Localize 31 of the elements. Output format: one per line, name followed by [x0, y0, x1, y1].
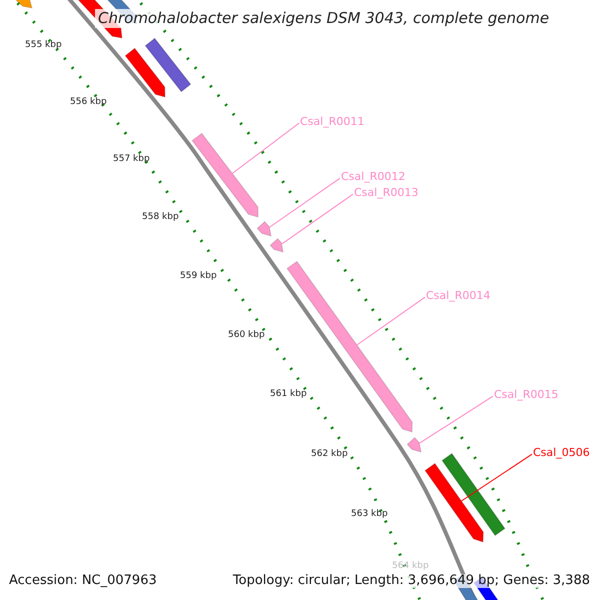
gene-feature — [424, 462, 484, 543]
leader-line — [460, 454, 532, 502]
gene-feature — [270, 238, 284, 253]
scale-label: 563 kbp — [351, 510, 388, 520]
gene-feature — [192, 132, 258, 218]
leader-line — [232, 122, 300, 174]
gene-label: Csal_0506 — [533, 447, 590, 460]
gene-label: Csal_R0014 — [426, 290, 490, 302]
scale-label: 556 kbp — [70, 98, 107, 108]
scale-label: 564 kbp — [392, 562, 429, 572]
gene-label: Csal_R0013 — [354, 187, 418, 200]
gene-block — [441, 452, 506, 536]
scale-label: 558 kbp — [142, 213, 179, 223]
leader-line — [356, 296, 426, 346]
gene-feature — [406, 436, 422, 453]
gene-label: Csal_R0012 — [341, 171, 406, 184]
leader-line — [269, 178, 340, 228]
leader-line — [419, 396, 494, 444]
leader-line — [282, 194, 354, 244]
gene-label: Csal_R0015 — [494, 389, 558, 402]
scale-label: 560 kbp — [228, 331, 265, 341]
scale-label: 559 kbp — [180, 272, 217, 282]
genome-info-text: Topology: circular; Length: 3,696,649 bp; Genes: 3,388 — [232, 574, 590, 588]
scale-label: 561 kbp — [270, 390, 307, 400]
gene-feature — [286, 260, 413, 433]
scale-label: 555 kbp — [25, 41, 62, 51]
scale-label: 557 kbp — [113, 155, 150, 165]
gene-feature — [256, 220, 272, 237]
gene-label: Csal_R0011 — [300, 116, 364, 128]
scale-label: 562 kbp — [311, 450, 348, 460]
accession-text: Accession: NC_007963 — [9, 574, 157, 588]
